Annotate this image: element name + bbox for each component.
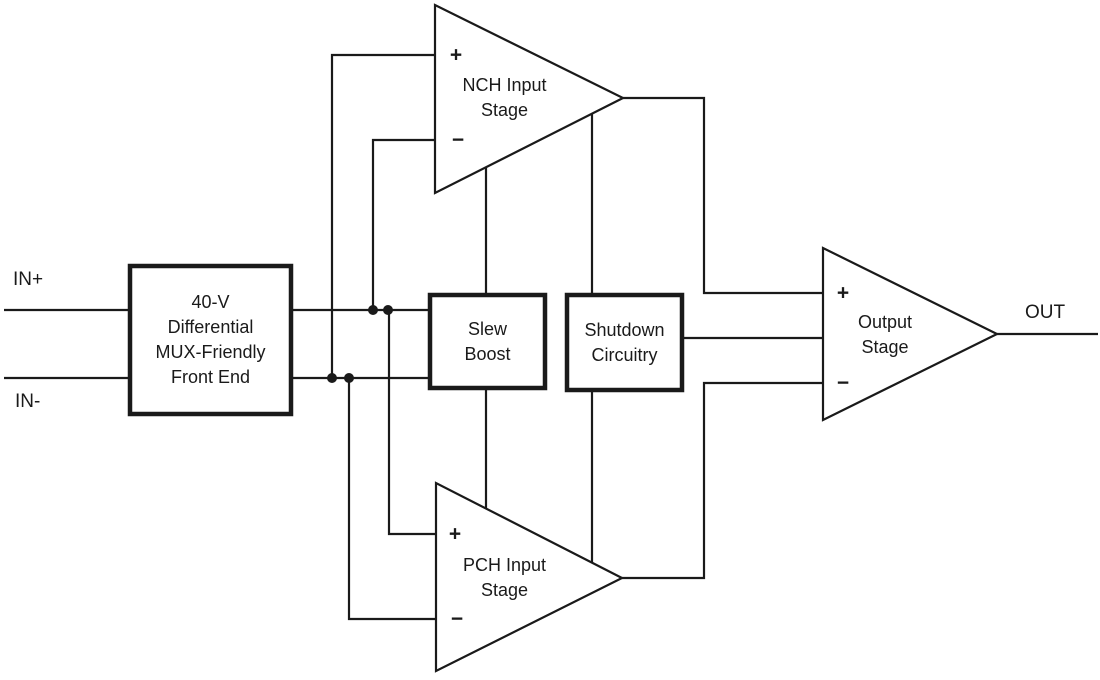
pch-minus-pin: − [450,607,464,631]
front-end-label: 40-V Differential MUX-Friendly Front End [155,292,266,387]
output-stage-label: Output Stage [857,312,913,357]
wire-pch-output [622,381,824,580]
nch-plus-pin: + [449,43,463,67]
wire-nch-output [623,96,824,295]
shutdown-label: Shutdown Circuitry [584,319,665,365]
nch-input-stage-label: NCH Input Stage [462,75,547,120]
nch-minus-pin: − [451,128,465,152]
pch-plus-pin: + [448,522,462,546]
out-label: OUT [1024,302,1066,323]
slew-boost-label: Slew Boost [464,318,511,364]
wire-to-pch-plus [387,310,437,536]
wires [4,53,1098,621]
output-plus-pin: + [836,281,850,305]
block-boxes [127,263,685,417]
in-minus-label: IN- [15,391,41,412]
junction-dot [344,373,354,383]
front-end-box [127,263,294,417]
junction-dot [383,305,393,315]
junction-dot [327,373,337,383]
shutdown-box [564,292,685,393]
nch-input-stage-triangle [433,3,626,195]
output-stage-triangle [821,246,1000,422]
amp-triangles [433,3,1000,673]
wire-to-nch-minus [371,138,436,310]
pch-input-stage-label: PCH Input Stage [462,555,547,600]
pch-input-stage-triangle [434,481,625,673]
in-plus-label: IN+ [13,269,44,290]
junction-dot [368,305,378,315]
wire-to-nch-plus [330,53,436,378]
output-minus-pin: − [836,371,850,395]
wire-to-pch-minus [347,378,437,621]
junction-dots [327,305,393,383]
slew-boost-box [427,292,548,391]
